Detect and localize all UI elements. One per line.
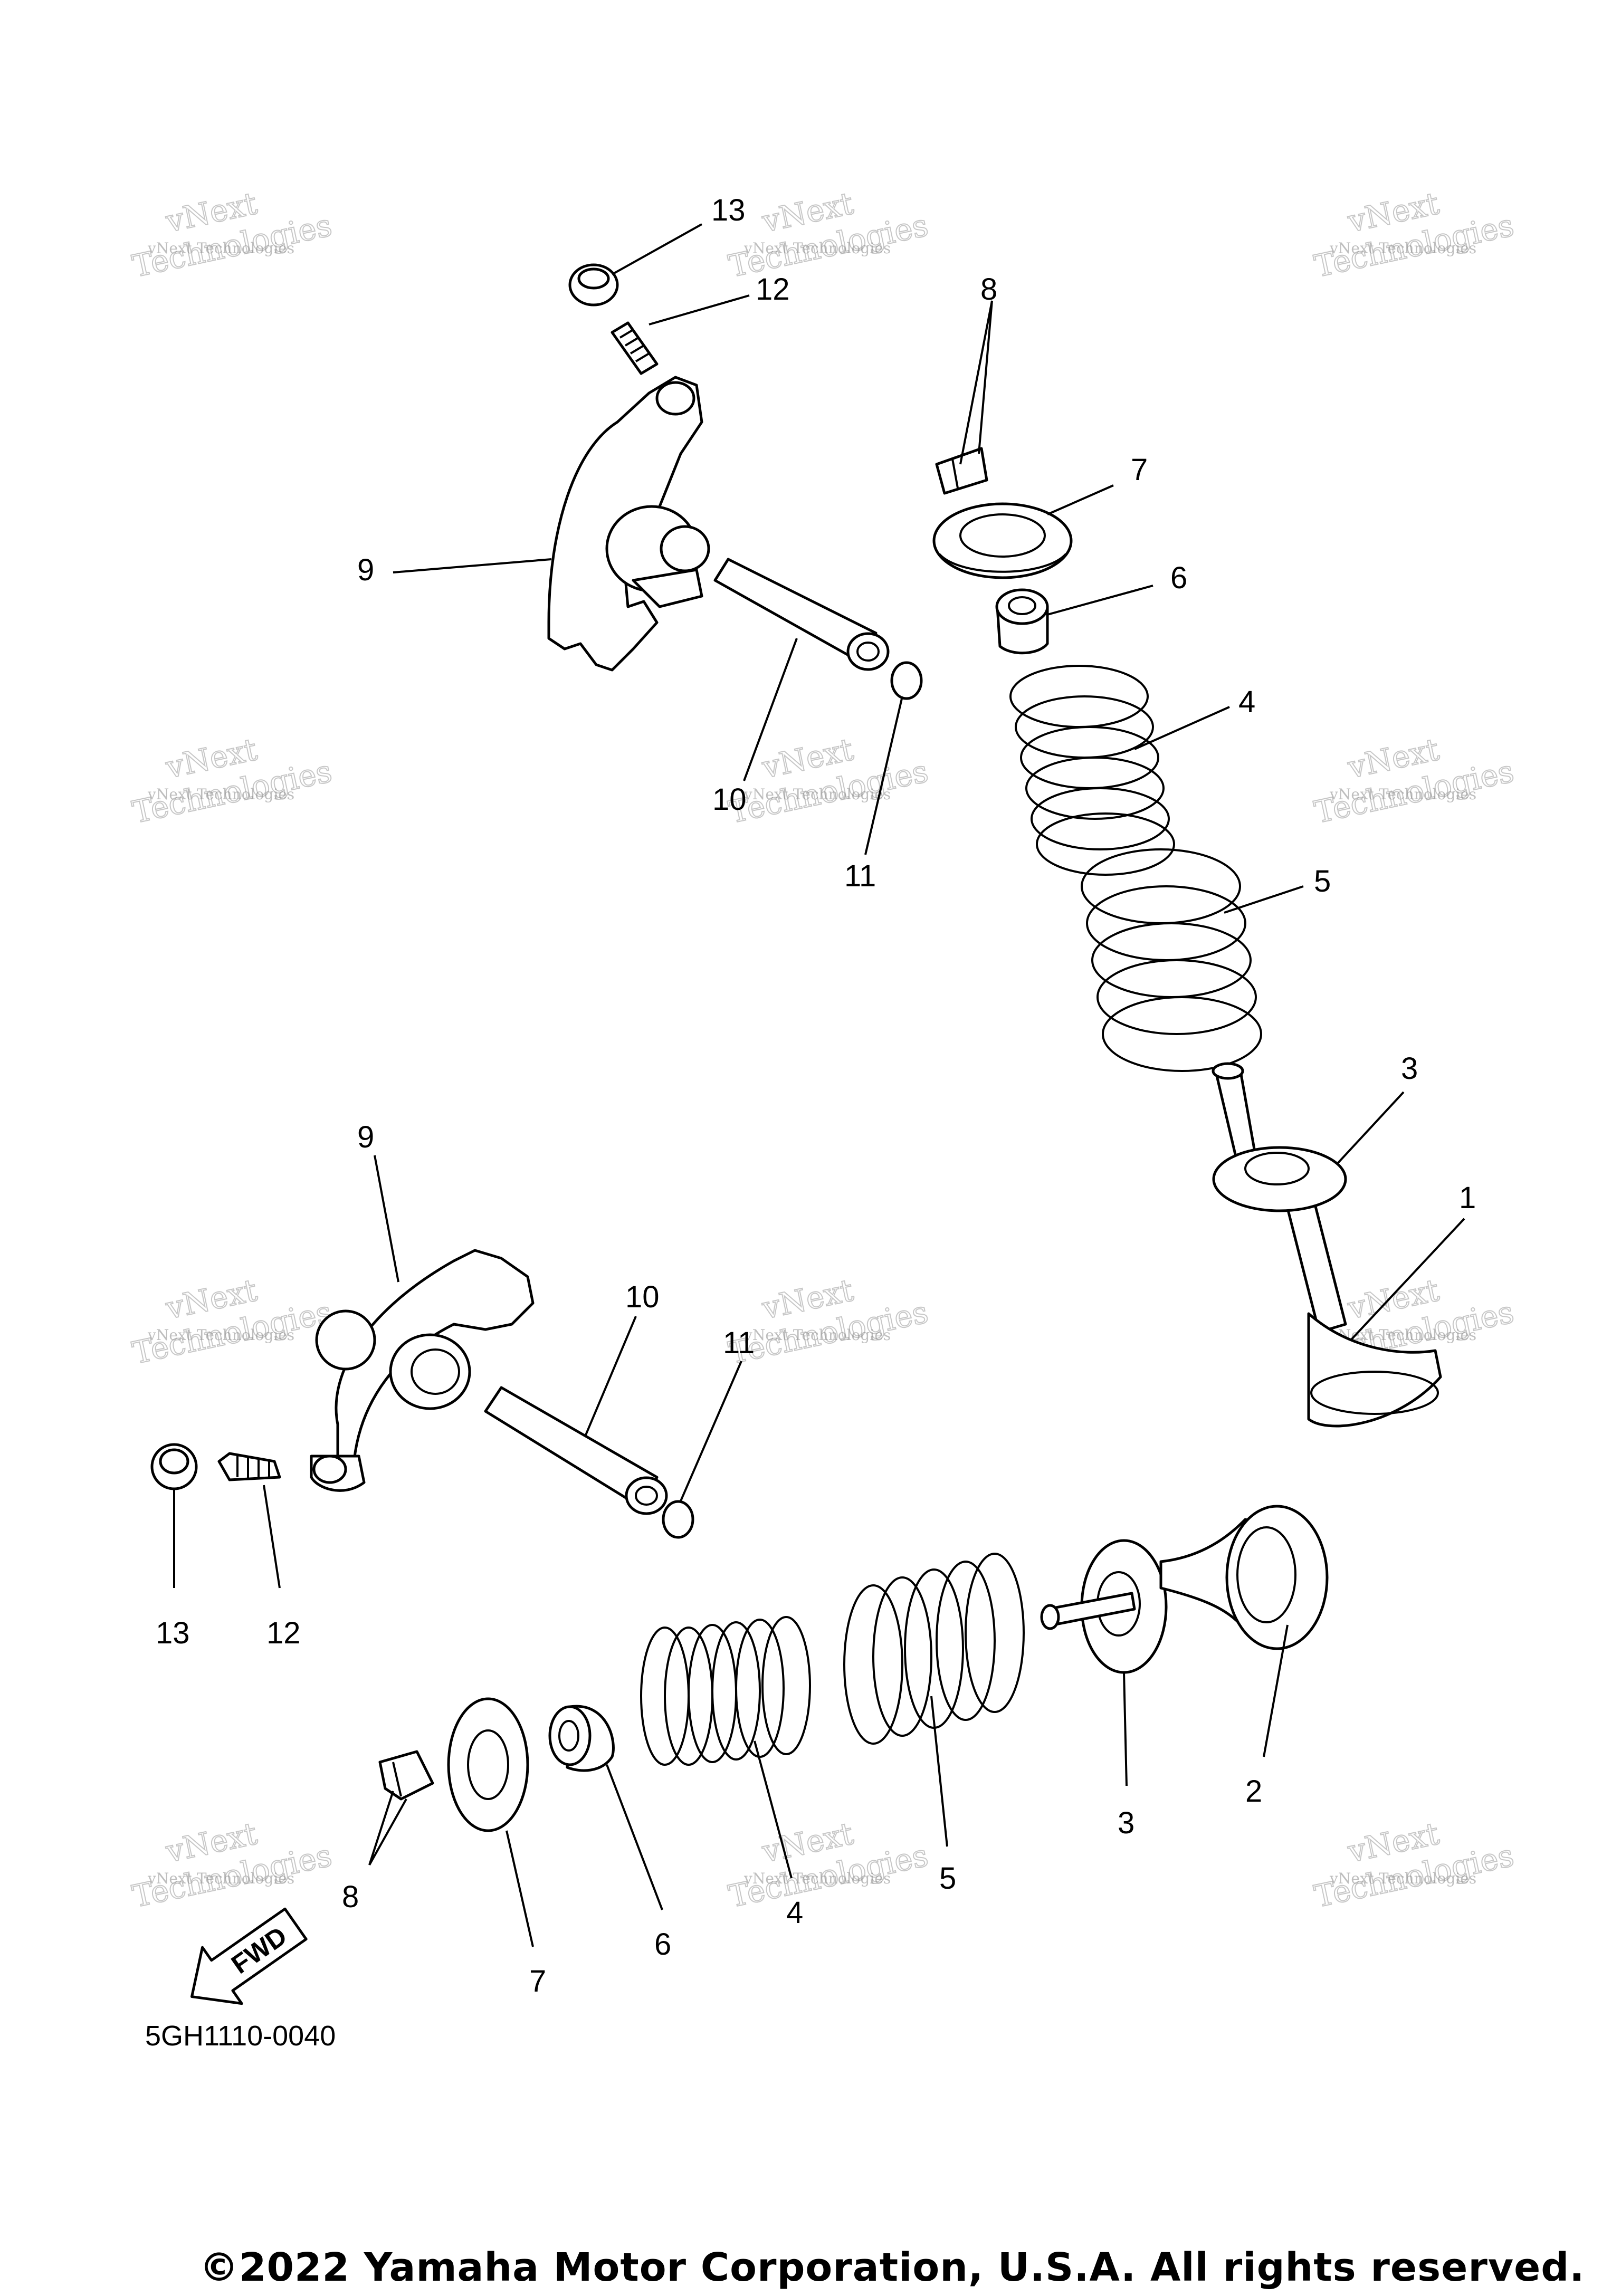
svg-text:vNext Technologies: vNext Technologies [1329,1870,1476,1887]
locknut-13-top [568,263,619,307]
watermark-layer: vNext Technologies vNext Technologies vN… [129,185,1518,1915]
valve-cotter-8-top [935,447,988,495]
callout-3-bottom: 3 [1118,1806,1134,1840]
inner-spring-4-top [1009,665,1175,876]
adjusting-screw-12-top [611,321,659,375]
svg-text:vNext Technologies: vNext Technologies [743,1870,891,1887]
watermark: vNext Technologies vNext Technologies [129,1815,336,1915]
callout-4-bottom: 4 [786,1896,803,1930]
callout-6-top: 6 [1170,561,1187,595]
callout-10-bottom: 10 [625,1280,660,1314]
watermark: vNext Technologies vNext Technologies [129,731,336,831]
watermark: vNext Technologies vNext Technologies [129,1271,336,1372]
callout-12-bottom: 12 [266,1616,301,1650]
callout-2: 2 [1245,1774,1262,1809]
intake-valve-2 [1040,1505,1329,1650]
rocker-shaft-10-top [713,558,890,671]
callout-9-bottom: 9 [357,1120,374,1154]
spring-retainer-7-top [932,502,1073,579]
svg-text:vNext Technologies: vNext Technologies [1329,240,1476,257]
callout-11-bottom: 11 [723,1326,755,1360]
watermark: vNext Technologies vNext Technologies [725,185,932,285]
callouts-bottom-group: 9 10 11 13 12 2 3 5 8 4 6 7 [156,1120,1262,1998]
callout-12-top: 12 [756,272,790,307]
copyright-notice: ©2022 Yamaha Motor Corporation, U.S.A. A… [199,2245,1585,2290]
rocker-arm-9-bottom [310,1249,535,1492]
rocker-arm-9-top [547,376,710,672]
svg-text:vNext Technologies: vNext Technologies [743,1326,891,1344]
callout-5-bottom: 5 [939,1861,956,1896]
valve-stem-seal-6-top [995,588,1049,655]
svg-text:vNext Technologies: vNext Technologies [743,786,891,803]
callout-8-bottom: 8 [342,1880,359,1914]
forward-direction-arrow: FWD [190,1907,308,2005]
watermark: vNext Technologies vNext Technologies [725,1815,932,1915]
callout-11-top: 11 [844,859,876,893]
locknut-13-bottom [150,1443,198,1490]
adjusting-screw-12-bottom [217,1452,281,1481]
exhaust-valve-1 [1212,1062,1442,1428]
svg-text:vNext Technologies: vNext Technologies [1329,786,1476,803]
svg-text:vNext Technologies: vNext Technologies [147,786,294,803]
o-ring-11-top [890,661,923,700]
watermark: vNext Technologies vNext Technologies [1311,1815,1518,1915]
outer-spring-5-top [1081,848,1262,1072]
spring-retainer-7-bottom [447,1697,529,1832]
callout-5-top: 5 [1314,864,1331,898]
spring-seat-3-top [1212,1146,1347,1212]
callout-13-bottom: 13 [156,1616,190,1650]
o-ring-11-bottom [662,1500,694,1539]
watermark: vNext Technologies vNext Technologies [1311,731,1518,831]
valve-cotter-8-bottom [378,1750,434,1801]
svg-text:vNext Technologies: vNext Technologies [147,1326,294,1344]
callout-10-top: 10 [712,782,747,817]
callout-8-top: 8 [980,272,997,307]
callout-1: 1 [1459,1181,1476,1215]
svg-text:vNext Technologies: vNext Technologies [147,1870,294,1887]
callout-13-top: 13 [711,193,746,227]
svg-text:vNext Technologies: vNext Technologies [147,240,294,257]
callout-7-top: 7 [1131,453,1148,487]
callouts-top-group: 13 12 8 7 9 6 4 10 11 5 3 1 [357,193,1476,1215]
inner-spring-4-bottom [640,1616,811,1766]
callout-7-bottom: 7 [529,1964,546,1998]
svg-text:vNext Technologies: vNext Technologies [743,240,891,257]
diagram-reference-code: 5GH1110-0040 [145,2020,336,2052]
valve-stem-seal-6-bottom [548,1705,615,1772]
rocker-shaft-10-bottom [484,1386,668,1515]
callout-3-top: 3 [1401,1051,1418,1086]
watermark: vNext Technologies vNext Technologies [725,731,932,831]
leader-lines [173,223,1465,1947]
watermark: vNext Technologies vNext Technologies [1311,185,1518,285]
callout-6-bottom: 6 [654,1927,671,1962]
watermark: vNext Technologies vNext Technologies [129,185,336,285]
callout-4-top: 4 [1238,685,1255,719]
callout-9-top: 9 [357,553,374,587]
